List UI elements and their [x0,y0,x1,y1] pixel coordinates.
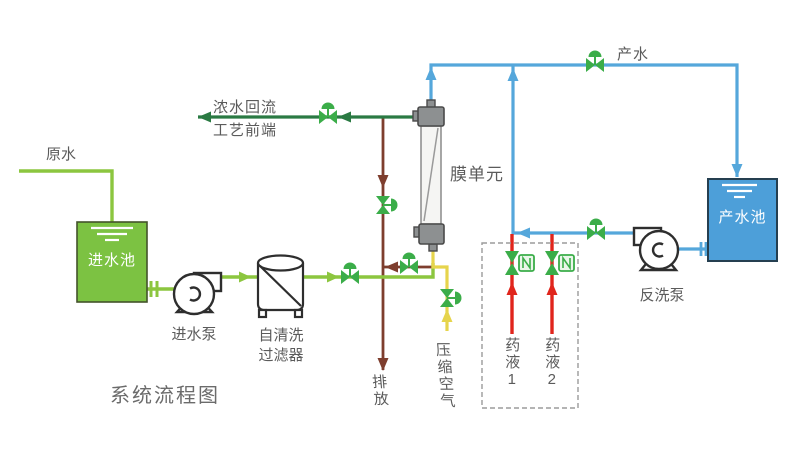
arrow-air-up-icon [441,309,453,322]
inlet-pump-label: 进水泵 [171,326,217,343]
product-line [429,63,739,177]
arrow-into-product-tank-icon [731,164,743,177]
arrow-feed-icon [327,271,339,283]
feed-valve-icon [341,262,359,284]
inlet-pump-icon [172,271,223,316]
water-level-icon [722,183,757,199]
raw-water-line [19,169,114,222]
diagram-title: 系统流程图 [110,385,220,407]
pipe-coupling-icon [149,281,159,297]
membrane-unit-label: 膜单元 [450,165,504,184]
raw-water-label: 原水 [45,146,76,163]
chemical-valve-2-icon [545,251,575,275]
product-tank [707,178,778,262]
inlet-tank-label: 进水池 [87,252,136,269]
arrow-product-up-icon [425,67,437,80]
air-valve-icon [440,289,462,307]
dosing-box [481,242,579,409]
water-level-icon [91,226,133,242]
arrow-chemical-1-icon [506,282,518,295]
inlet-tank [76,221,148,303]
filter-icon [256,254,305,319]
chemical-2-label: 药液2 [543,337,561,390]
arrow-discharge-icon [377,358,389,371]
arrow-concentrate-out-icon [198,111,211,123]
arrow-pump-to-filter-icon [239,271,251,283]
backwash-pump-label: 反洗泵 [639,287,685,304]
concentrate-valve-icon [319,102,337,124]
drain-label: 排放 [369,374,390,408]
arrow-backwash-left-icon [517,227,530,239]
chemical-1-label: 药液1 [503,337,521,390]
concentrate-return-label: 浓水回流 工艺前端 [213,99,278,139]
arrow-chemical-2-icon [546,282,558,295]
pipe-coupling-icon [699,242,708,256]
membrane-unit-icon [412,99,445,252]
arrow-drain-branch-icon [385,261,398,273]
drain-branch-valve-icon [400,252,418,274]
arrow-backwash-up-icon [507,68,519,81]
drain-valve-icon [376,196,398,214]
arrow-drain-down-icon [377,175,389,188]
product-water-label: 产水 [617,46,650,63]
chemical-valve-1-icon [505,251,535,275]
arrow-concentrate-icon [338,111,351,123]
backwash-valve-icon [587,218,605,240]
filter-label: 自清洗 过滤器 [258,327,304,364]
backwash-pump-icon [632,226,680,272]
backwash-line [511,65,708,256]
product-valve-icon [586,50,604,72]
product-tank-label: 产水池 [718,209,767,226]
